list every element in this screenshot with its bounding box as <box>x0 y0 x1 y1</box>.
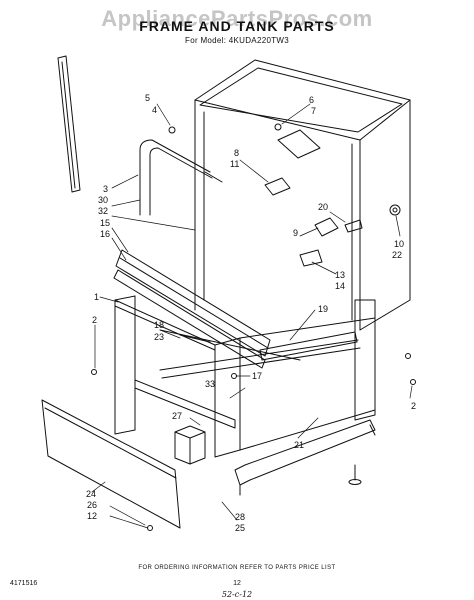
callout-27: 27 <box>172 411 182 421</box>
callout-11: 11 <box>230 159 239 169</box>
callout-26: 26 <box>87 500 97 510</box>
base-frame <box>114 295 376 496</box>
callout-6: 6 <box>309 95 314 105</box>
ordering-note: FOR ORDERING INFORMATION REFER TO PARTS … <box>138 565 336 571</box>
callout-1: 1 <box>94 292 99 302</box>
callout-18: 18 <box>154 320 164 330</box>
callout-2-right: 2 <box>411 401 416 411</box>
callout-3: 3 <box>103 184 108 194</box>
document-number: 4171516 <box>10 580 38 587</box>
callout-32: 32 <box>98 206 108 216</box>
callout-16: 16 <box>100 229 110 239</box>
bent-tube-part <box>139 139 213 216</box>
leader-lines <box>91 103 413 529</box>
callout-5: 5 <box>145 93 150 103</box>
callout-25: 25 <box>235 523 245 533</box>
callout-19: 19 <box>318 304 328 314</box>
handwritten-note: 52-c-12 <box>221 590 253 599</box>
callout-4: 4 <box>152 105 157 115</box>
callout-24: 24 <box>86 489 96 499</box>
tank-outline <box>194 59 411 331</box>
front-rail <box>113 249 271 369</box>
callout-33: 33 <box>205 379 215 389</box>
upper-small-parts <box>168 123 401 267</box>
page-number: 12 <box>233 580 241 587</box>
callout-14: 14 <box>335 281 345 291</box>
callout-9: 9 <box>293 228 298 238</box>
callout-17: 17 <box>252 371 262 381</box>
toe-panel <box>41 399 181 529</box>
callout-2-left: 2 <box>92 315 97 325</box>
diagram-title: FRAME AND TANK PARTS <box>139 18 335 34</box>
callout-30: 30 <box>98 195 108 205</box>
callout-23: 23 <box>154 332 164 342</box>
callout-8: 8 <box>234 148 239 158</box>
leveling-leg <box>348 464 362 485</box>
callout-10: 10 <box>394 239 404 249</box>
callout-labels: 1 2 2 3 4 5 6 7 8 9 10 11 12 13 14 15 16… <box>86 93 416 533</box>
callout-7: 7 <box>311 106 316 116</box>
callout-20: 20 <box>318 202 328 212</box>
control-box <box>174 425 206 465</box>
callout-21: 21 <box>294 440 304 450</box>
callout-15: 15 <box>100 218 110 228</box>
watermark: AppliancePartsPros.com <box>101 6 373 31</box>
callout-22: 22 <box>392 250 402 260</box>
callout-13: 13 <box>335 270 345 280</box>
callout-28: 28 <box>235 512 245 522</box>
callout-12: 12 <box>87 511 97 521</box>
door-gasket-strip <box>57 55 81 193</box>
tube-clip <box>204 171 223 183</box>
model-subtitle: For Model: 4KUDA220TW3 <box>185 36 289 45</box>
